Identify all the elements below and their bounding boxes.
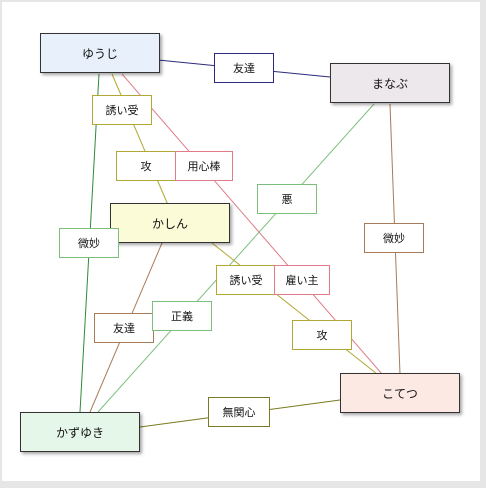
edge-label-tomodachi-2[interactable]: 友達	[94, 313, 154, 343]
edge-label-aku[interactable]: 悪	[257, 184, 317, 214]
edge-label-seme-1[interactable]: 攻	[116, 151, 176, 181]
node-yuuji[interactable]: ゆうじ	[40, 33, 160, 73]
node-kashin-label: かしん	[151, 216, 188, 231]
edge-label-sasoiuke-1[interactable]: 誘い受	[92, 95, 152, 125]
node-manabu-label: まなぶ	[371, 76, 408, 91]
node-kotetsu[interactable]: こてつ	[340, 373, 460, 413]
edge-label-seme-2[interactable]: 攻	[292, 320, 352, 350]
node-yuuji-label: ゆうじ	[81, 46, 118, 61]
edge-label-yatoinushi[interactable]: 雇い主	[274, 265, 330, 295]
diagram-canvas: ゆうじ まなぶ かしん こてつ かずゆき 友達 誘い受 攻 用心棒 悪 微妙 微…	[2, 2, 480, 481]
edge-kashin-kotetsu	[211, 242, 378, 375]
edge-label-tomodachi-1[interactable]: 友達	[214, 53, 274, 83]
node-kazuyuki-label: かずゆき	[55, 425, 104, 440]
node-manabu[interactable]: まなぶ	[330, 63, 450, 103]
node-kashin[interactable]: かしん	[110, 203, 230, 243]
edge-label-sasoiuke-2[interactable]: 誘い受	[216, 265, 276, 295]
edge-yuuji-kashin	[111, 73, 169, 206]
edge-label-bimyou-2[interactable]: 微妙	[364, 223, 424, 253]
edge-manabu-kazuyuki	[97, 103, 375, 413]
edge-label-youjinbou[interactable]: 用心棒	[175, 151, 233, 181]
edge-label-bimyou-1[interactable]: 微妙	[59, 228, 119, 258]
node-kazuyuki[interactable]: かずゆき	[20, 412, 140, 452]
edge-label-mukanshin[interactable]: 無関心	[208, 397, 270, 427]
edge-label-seigi[interactable]: 正義	[152, 301, 212, 331]
node-kotetsu-label: こてつ	[382, 386, 418, 401]
